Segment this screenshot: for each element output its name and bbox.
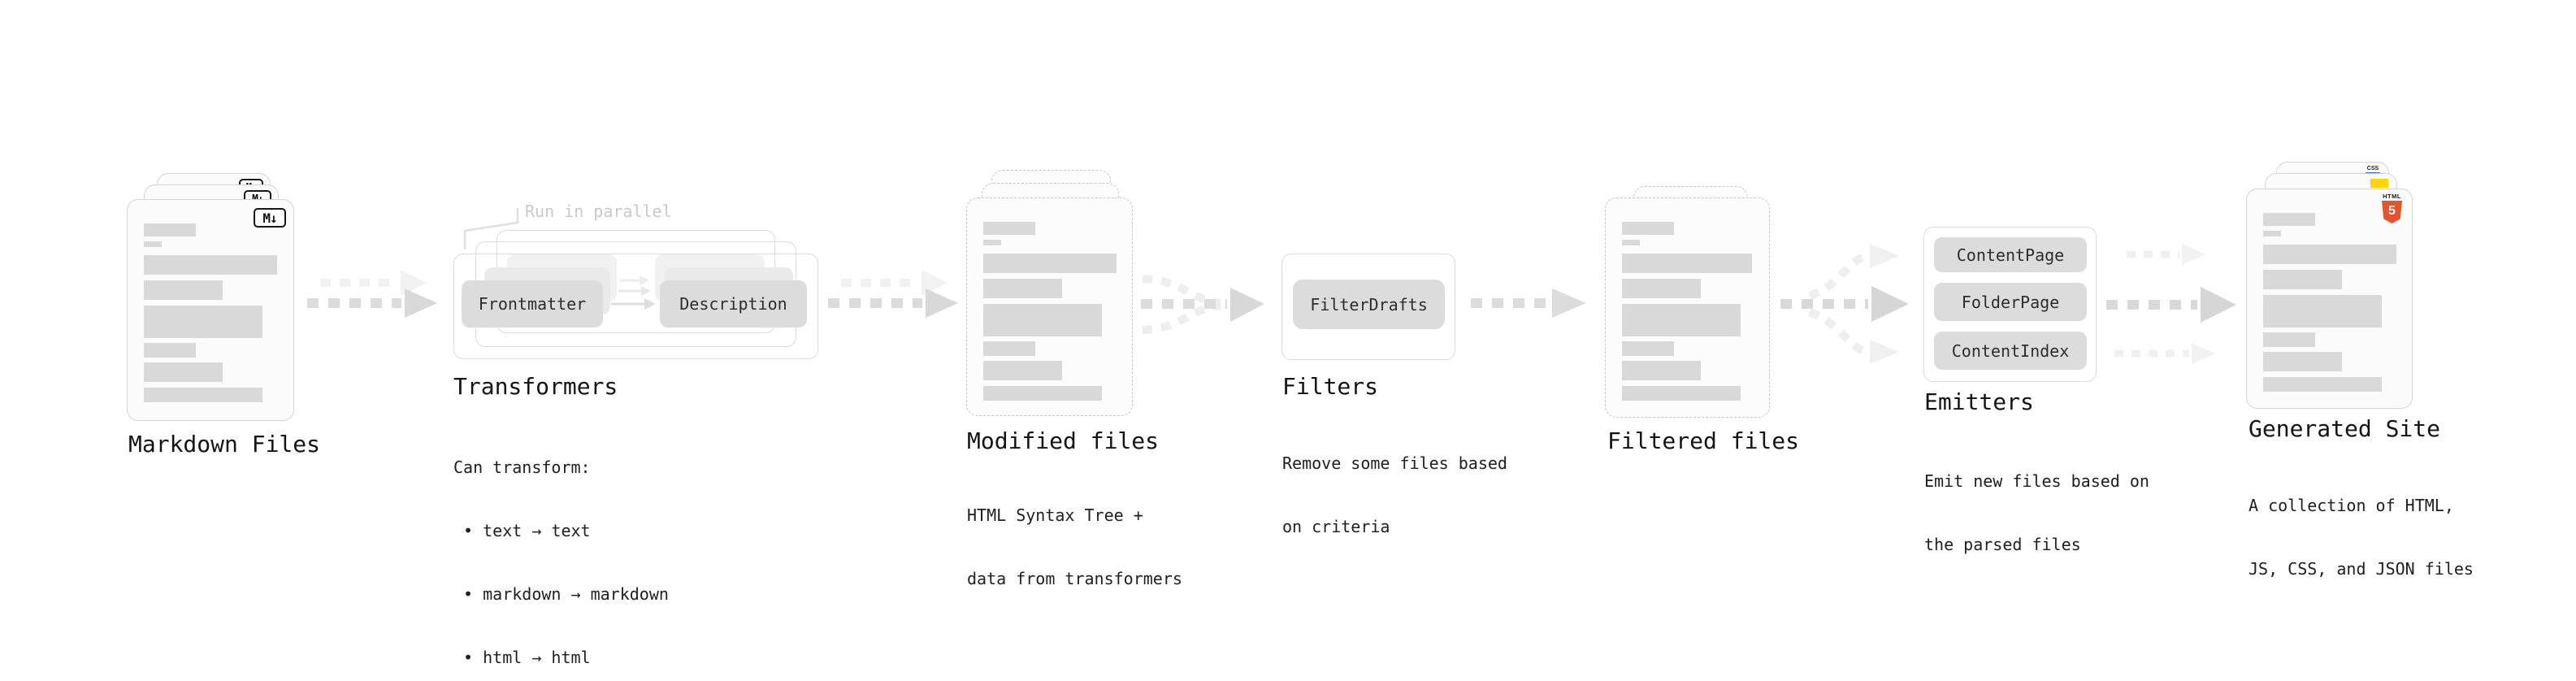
doc-line (1622, 240, 1640, 245)
doc-line (2263, 231, 2281, 236)
markdown-file-card: M↓ (127, 199, 294, 421)
doc-line (144, 255, 277, 275)
doc-line (1622, 341, 1674, 356)
description-line: • text → text (453, 521, 591, 540)
stage-title-filtered-files: Filtered files (1607, 427, 1800, 454)
html5-icon-label: HTML (2383, 193, 2401, 200)
doc-line (144, 280, 223, 300)
description-line: • markdown → markdown (453, 584, 669, 604)
description-line: Can transform: (453, 458, 591, 477)
doc-line (144, 343, 196, 358)
doc-line (2263, 377, 2382, 392)
doc-line (1622, 386, 1741, 401)
doc-line (2263, 352, 2342, 371)
description-line: A collection of HTML, (2249, 496, 2454, 515)
doc-line (1622, 304, 1741, 336)
stage-label-markdown-files: Markdown Files (128, 431, 321, 458)
description-line: HTML Syntax Tree + (967, 505, 1143, 525)
doc-line (2263, 270, 2342, 289)
doc-line (144, 241, 162, 247)
site-file-card: HTML 5 (2246, 189, 2413, 409)
description-line: • html → html (453, 648, 591, 667)
html5-icon: HTML 5 (2382, 193, 2402, 223)
flow-arrow-transformers-to-modified-icon (828, 270, 958, 318)
filters-description: Remove some files based on criteria (1282, 410, 1507, 579)
javascript-icon (2370, 179, 2388, 188)
stage-title-transformers: Transformers (453, 373, 618, 400)
transformers-description: Can transform: • text → text • markdown … (453, 414, 669, 681)
filtered-file-card (1605, 197, 1770, 418)
description-line: on criteria (1282, 517, 1390, 536)
flow-arrow-filters-to-filtered-icon (1471, 288, 1586, 318)
stage-title-generated-site: Generated Site (2249, 415, 2441, 442)
doc-line (144, 362, 223, 382)
doc-line (2263, 332, 2315, 347)
document-placeholder-lines (2247, 189, 2412, 408)
doc-line (144, 223, 196, 236)
stage-title-filters: Filters (1282, 373, 1379, 400)
stage-title-modified-files: Modified files (967, 427, 1160, 454)
html5-icon-number: 5 (2388, 203, 2396, 218)
doc-line (983, 386, 1102, 401)
doc-line (1622, 279, 1701, 298)
document-placeholder-lines (1606, 198, 1769, 417)
doc-line (2263, 295, 2382, 327)
description-line: Emit new files based on (1924, 471, 2149, 491)
doc-line (983, 240, 1001, 245)
flow-arrow-markdown-to-transformers-icon (307, 270, 437, 318)
doc-line (144, 388, 262, 402)
doc-line (983, 279, 1062, 298)
flow-arrow-modified-to-filters-icon (1141, 275, 1264, 334)
doc-line (2263, 213, 2315, 226)
contentpage-emitter-pill: ContentPage (1934, 237, 2087, 272)
modified-file-card (966, 197, 1133, 416)
stage-title-emitters: Emitters (1924, 388, 2034, 415)
doc-line (983, 304, 1102, 336)
folderpage-emitter-pill: FolderPage (1934, 283, 2087, 321)
css-icon-label: CSS (2366, 166, 2379, 171)
description-line: the parsed files (1924, 535, 2081, 554)
doc-line (1622, 222, 1674, 235)
doc-line (983, 254, 1117, 273)
doc-line (1622, 254, 1752, 273)
description-line: Remove some files based (1282, 453, 1507, 473)
doc-line (144, 306, 262, 338)
run-in-parallel-callout: Run in parallel (525, 202, 672, 221)
document-placeholder-lines (128, 200, 293, 420)
callout-bracket-icon (463, 208, 519, 249)
document-placeholder-lines (967, 198, 1132, 415)
modified-files-description: HTML Syntax Tree + data from transformer… (967, 462, 1182, 631)
emitters-description: Emit new files based on the parsed files (1924, 428, 2149, 597)
transformer-run-box (453, 254, 818, 359)
doc-line (1622, 361, 1701, 380)
markdown-icon: M↓ (254, 208, 286, 228)
description-transformer-pill: Description (660, 280, 807, 327)
doc-line (983, 222, 1035, 235)
flow-arrow-filtered-to-emitters-icon (1780, 244, 1909, 364)
doc-line (2263, 245, 2396, 264)
doc-line (983, 341, 1035, 356)
filterdrafts-pill: FilterDrafts (1293, 280, 1445, 329)
description-line: JS, CSS, and JSON files (2249, 559, 2474, 579)
doc-line (983, 361, 1062, 380)
parallel-arrows-icon (611, 275, 656, 310)
flow-arrow-emitters-to-site-icon (2106, 244, 2236, 364)
generated-site-description: A collection of HTML, JS, CSS, and JSON … (2249, 453, 2474, 622)
contentindex-emitter-pill: ContentIndex (1934, 332, 2087, 370)
frontmatter-transformer-pill: Frontmatter (462, 280, 603, 327)
description-line: data from transformers (967, 569, 1182, 588)
html5-icon-shield: 5 (2382, 201, 2402, 223)
